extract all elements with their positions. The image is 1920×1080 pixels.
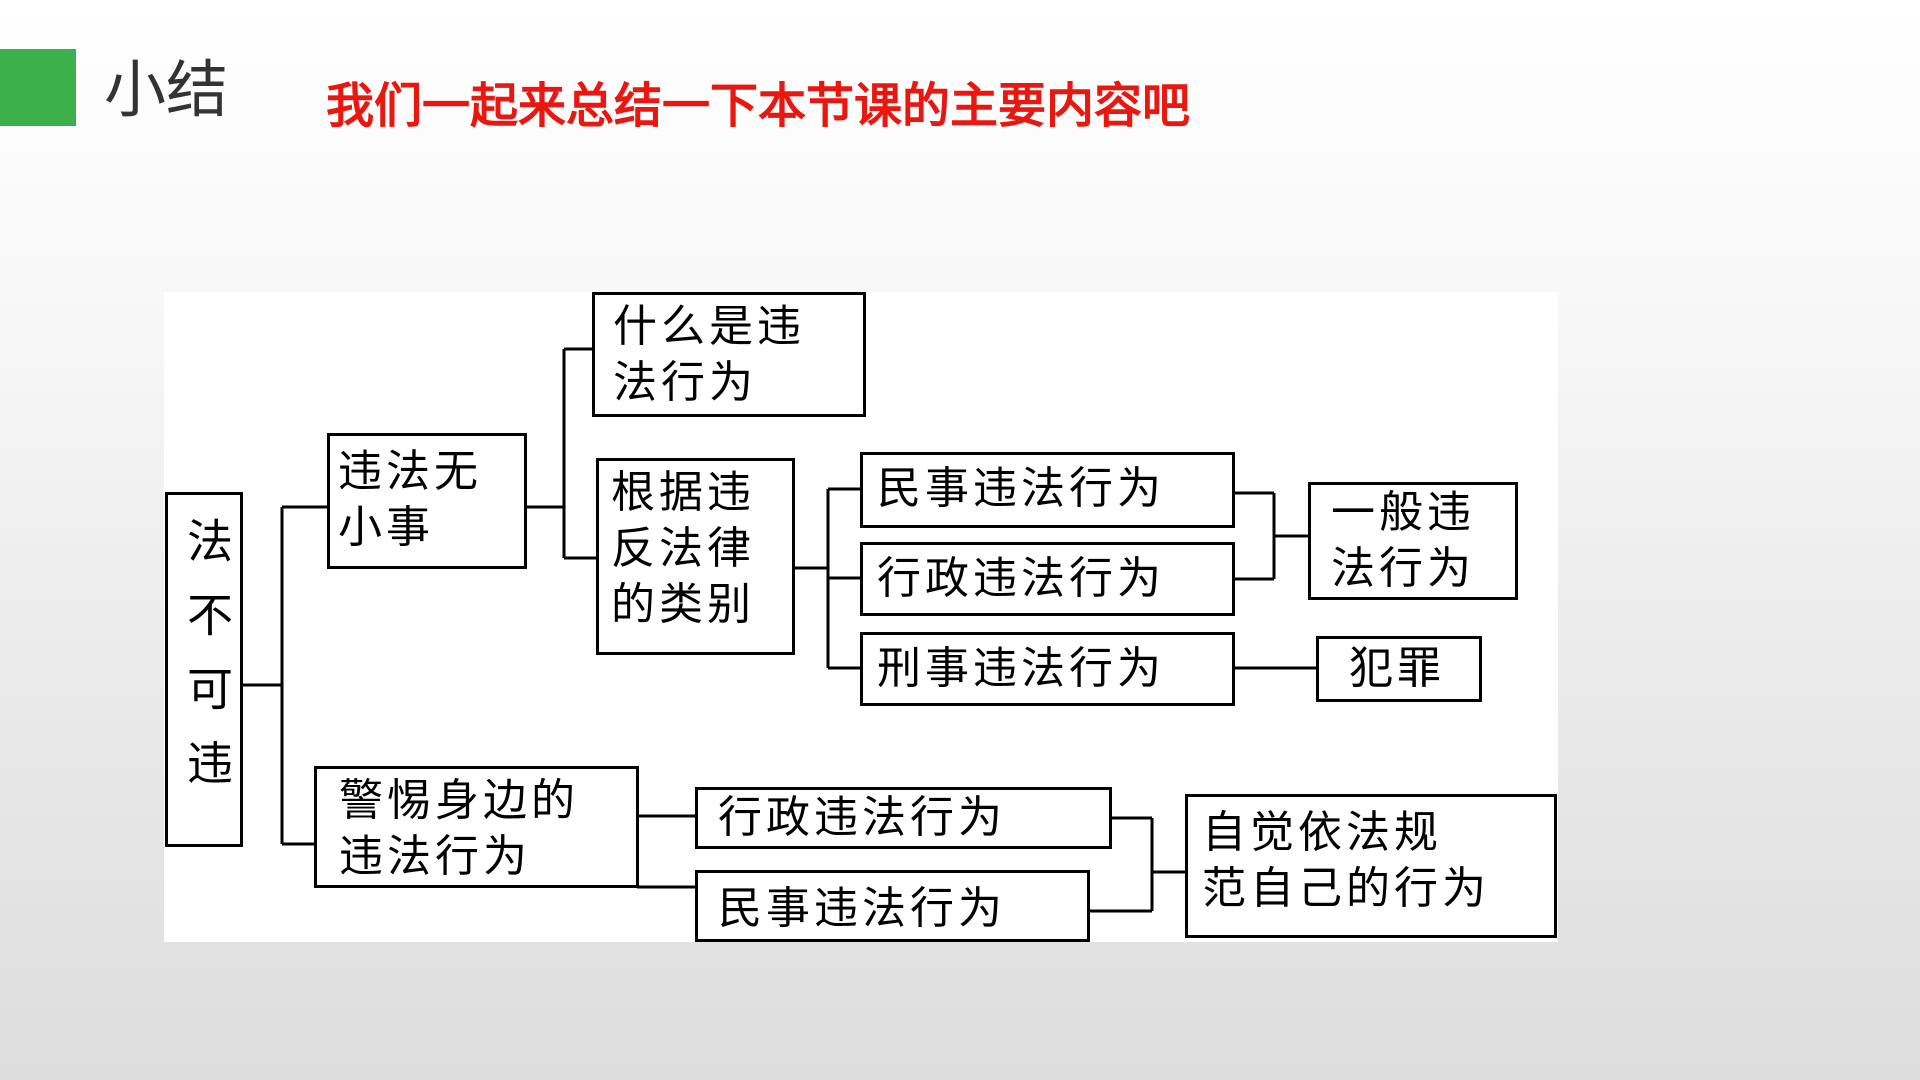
civil-violation-node: 民事违法行为 (860, 452, 1235, 528)
title-accent-bar (0, 49, 76, 126)
connector-branch2 (637, 814, 695, 889)
mind-map-diagram: 法不可违 违法无 小事 什么是违 法行为 根据违 反法律 的类别 民事违法行为 … (164, 292, 1558, 942)
slide-title: 小结 (104, 53, 229, 126)
crime-node: 犯罪 (1316, 636, 1482, 702)
root-node: 法不可违 (165, 492, 243, 847)
what-is-illegal-node: 什么是违 法行为 (592, 292, 866, 417)
general-violation-node: 一般违 法行为 (1308, 482, 1518, 600)
connector-categories (793, 487, 860, 670)
branch2-node: 警惕身边的 违法行为 (314, 766, 639, 888)
branch2-civil-node: 民事违法行为 (695, 870, 1090, 942)
connector-branch1 (525, 347, 596, 560)
branch1-node: 违法无 小事 (327, 433, 527, 569)
connector-root (242, 505, 327, 846)
conclusion-node: 自觉依法规 范自己的行为 (1185, 794, 1557, 938)
connector-lines (242, 347, 1316, 913)
connector-general (1233, 491, 1308, 581)
slide-subtitle: 我们一起来总结一下本节课的主要内容吧 (326, 78, 1191, 134)
connector-conclusion (1088, 816, 1185, 913)
criminal-violation-node: 刑事违法行为 (860, 632, 1235, 706)
administrative-violation-node: 行政违法行为 (860, 542, 1235, 616)
categories-node: 根据违 反法律 的类别 (596, 458, 795, 655)
branch2-administrative-node: 行政违法行为 (695, 787, 1112, 849)
